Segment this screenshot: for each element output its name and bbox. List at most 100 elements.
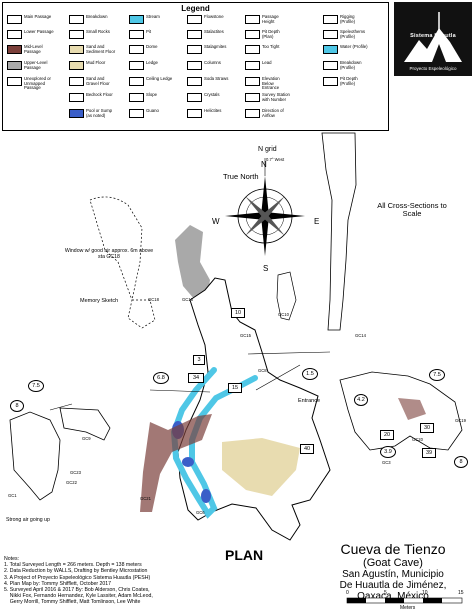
legend-item: Unexplored or Unmapped Passage	[7, 76, 54, 91]
legend-item: Rigging (Profile)	[323, 14, 370, 24]
passage-height-box: 20	[380, 430, 394, 440]
legend-symbol-icon	[69, 109, 84, 118]
legend-symbol-icon	[245, 15, 260, 24]
legend-symbol-icon	[187, 30, 202, 39]
legend-label: Soda Straws	[204, 76, 229, 81]
legend-label: Survey Station with Number	[262, 92, 290, 102]
location-line: Oaxaca, México	[357, 591, 429, 602]
strong-air-note: Strong air going up	[6, 517, 50, 523]
legend-item: Lower Passage	[7, 29, 54, 39]
legend-label: Stream	[146, 14, 160, 19]
compass-s: S	[263, 264, 269, 273]
section-line	[49, 403, 73, 411]
legend-symbol-icon	[187, 109, 202, 118]
legend-symbol-icon	[187, 61, 202, 70]
legend-item: Lead	[245, 60, 292, 70]
elevation-circle: 1.5	[302, 368, 318, 380]
passage-height-box: 10	[231, 308, 245, 318]
west-passage	[9, 411, 61, 501]
passage-height-box: 39	[422, 448, 436, 458]
legend-item: Ceiling Ledge	[129, 76, 176, 86]
compass-true-north: True North	[223, 172, 259, 181]
station-label: GC10	[278, 312, 289, 317]
elevation-circle: 8	[454, 456, 468, 468]
legend-item: Stalagmites	[187, 44, 234, 54]
section-line	[247, 351, 331, 355]
legend-symbol-icon	[187, 93, 202, 102]
station-label: GC16	[182, 297, 193, 302]
scale-tick-label: 5	[384, 590, 387, 596]
legend-item: Upper-Level Passage	[7, 60, 54, 70]
legend-symbol-icon	[323, 61, 338, 70]
station-label: GC9	[82, 436, 91, 441]
legend-item: Too Tight	[245, 44, 292, 54]
section-line	[255, 364, 301, 391]
legend-item: Mud Floor	[69, 60, 116, 70]
elevation-circle: 8	[10, 400, 24, 412]
legend-symbol-icon	[129, 61, 144, 70]
legend-symbol-icon	[245, 93, 260, 102]
memory-sketch-label: Memory Sketch	[80, 298, 119, 304]
legend-symbol-icon	[245, 45, 260, 54]
legend-label: Stalagmites	[204, 44, 227, 49]
logo-org-name: Sistema Huautla	[410, 33, 456, 39]
location-line: De Huautla de Jiménez,	[339, 580, 447, 591]
pesh-logo: Sistema Huautla Proyecto Espeleológico	[394, 2, 472, 76]
legend-item: Sand and Gravel Floor	[69, 76, 116, 86]
passage-height-box: 3	[193, 355, 205, 365]
station-label: GC22	[66, 480, 77, 485]
legend-symbol-icon	[245, 77, 260, 86]
notes-line: 5. Surveyed April 2016 & 2017 By: Bob Al…	[4, 587, 150, 594]
legend-symbol-icon	[69, 61, 84, 70]
legend-label: Elevation Below Entrance	[262, 76, 280, 91]
station-label: GC23	[70, 470, 81, 475]
plan-label: PLAN	[225, 547, 264, 563]
legend-label: Direction of Airflow	[262, 108, 284, 118]
elevation-circle: 3.9	[380, 446, 396, 458]
legend-item: Survey Station with Number	[245, 92, 292, 102]
legend-label: Breakdown	[86, 14, 108, 19]
notes-line: Gerry Morrill, Tommy Shifflett, Matt Tom…	[4, 599, 141, 606]
legend-item: Speleothems (Profile)	[323, 29, 370, 39]
legend-item: Pit	[129, 29, 176, 39]
legend-label: Too Tight	[262, 44, 280, 49]
section-line	[149, 389, 211, 393]
legend-label: Guano	[146, 108, 159, 113]
legend-symbol-icon	[7, 15, 22, 24]
east-mid-level	[398, 398, 426, 420]
map-notes: Notes: 1. Total Surveyed Length = 266 me…	[4, 556, 294, 606]
legend-label: Breakdown (Profile)	[340, 60, 362, 70]
legend-item: Breakdown	[69, 14, 116, 24]
window-note: Window w/ good air approx. 6m above sta …	[64, 248, 154, 260]
legend-label: Pit Depth (Profile)	[340, 76, 358, 86]
legend-symbol-icon	[323, 15, 338, 24]
legend-symbol-icon	[323, 45, 338, 54]
legend-label: Main Passage	[24, 14, 52, 19]
pool	[201, 489, 211, 503]
station-label: GC20	[412, 437, 423, 442]
memory-sketch-passage	[89, 196, 156, 329]
notes-line: 1. Total Surveyed Length = 266 meters. D…	[4, 562, 142, 569]
station-label: GC19	[455, 418, 466, 423]
legend-symbol-icon	[129, 109, 144, 118]
legend-label: Helictites	[204, 108, 222, 113]
legend-label: Stalactites	[204, 29, 224, 34]
legend-symbol-icon	[323, 30, 338, 39]
legend-item: Flowstone	[187, 14, 234, 24]
legend-item: Stream	[129, 14, 176, 24]
legend-symbol-icon	[69, 93, 84, 102]
location-line: San Agustín, Municipio	[342, 569, 444, 580]
legend-symbol-icon	[187, 15, 202, 24]
legend-label: Upper-Level Passage	[24, 60, 48, 70]
station-label: GC15	[240, 333, 251, 338]
scale-unit: Meters	[400, 605, 416, 611]
legend-item: Dome	[129, 44, 176, 54]
station-label: GC21	[140, 496, 151, 501]
compass-e: E	[314, 217, 320, 226]
legend-label: Crystals	[204, 92, 220, 97]
mid-level-passage	[140, 414, 212, 512]
legend-label: Sand and Gravel Floor	[86, 76, 110, 86]
notes-line: Nikki Fox, Fernando Hernandez, Kyle Lass…	[4, 593, 153, 600]
passage-height-box: 15	[228, 383, 242, 393]
